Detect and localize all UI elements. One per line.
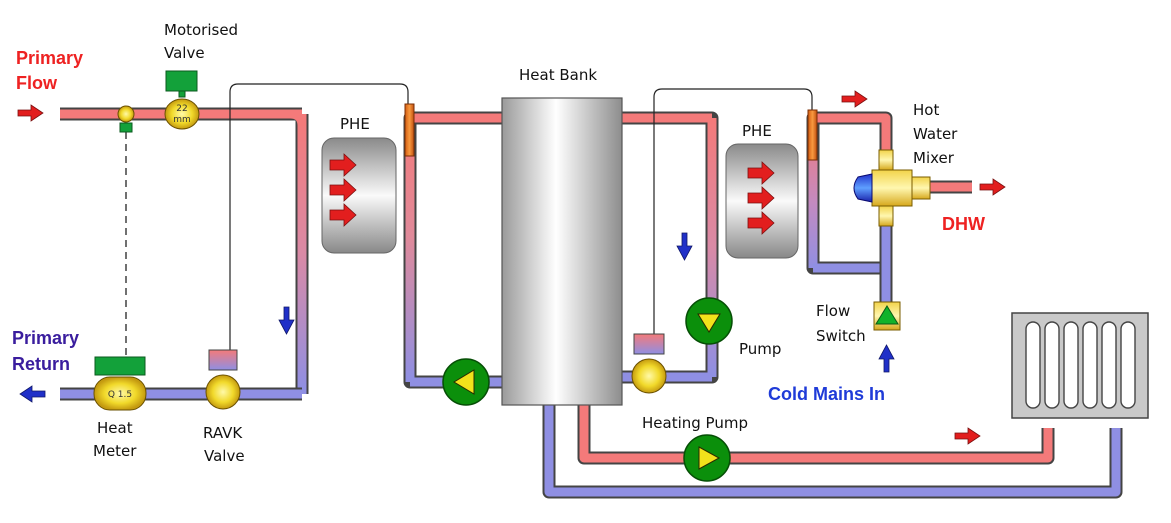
- mixer-control-knob: [853, 173, 873, 203]
- flow-switch-label-line1: Flow: [816, 302, 850, 320]
- ravk-valve: [205, 349, 241, 410]
- flow-switch-label-line2: Switch: [816, 327, 866, 345]
- dhw-zone-valve: [631, 333, 667, 394]
- motorised-valve-label-line2: Valve: [164, 44, 205, 62]
- thermostat-sensor-right: [807, 109, 818, 161]
- cold-mains-in-label: Cold Mains In: [768, 384, 885, 404]
- ravk-valve-label-line2: Valve: [204, 447, 245, 465]
- phe-right-flow-arrows: [747, 161, 775, 235]
- valve-size-number: 22: [176, 104, 187, 114]
- heat-meter-label-line2: Meter: [93, 442, 137, 460]
- radiator: [1011, 312, 1149, 419]
- primary-flow-label-line2: Flow: [16, 73, 58, 93]
- heat-meter-label-line1: Heat: [97, 419, 133, 437]
- heating-pump-label: Heating Pump: [642, 414, 748, 432]
- motorised-valve: 22 mm: [164, 70, 200, 130]
- hot-water-mixer-label-line3: Mixer: [913, 149, 955, 167]
- hot-water-mixer: [853, 149, 931, 227]
- motorised-valve-label-line1: Motorised: [164, 21, 238, 39]
- primary-return-label-line2: Return: [12, 354, 70, 374]
- primary-circuit-pipe: [60, 107, 309, 401]
- phe-right: [725, 143, 799, 259]
- heat-meter-reading: Q 1.5: [108, 390, 132, 400]
- control-wire-right: [653, 88, 813, 345]
- arrow-dhw-loop-down: [676, 232, 693, 261]
- arrow-primary-flow-in: [17, 104, 44, 122]
- thermostat-sensor-left: [404, 103, 415, 157]
- phe-right-label: PHE: [742, 122, 772, 140]
- phe-left: [321, 137, 397, 254]
- heat-bank-primary-loop-pipe: [403, 111, 502, 389]
- heating-pump: [683, 434, 731, 482]
- control-wire-left: [229, 83, 409, 362]
- arrow-dhw-top: [841, 90, 868, 108]
- ravk-valve-label-line1: RAVK: [203, 424, 243, 442]
- hot-water-mixer-label-line2: Water: [913, 125, 958, 143]
- primary-flow-label-line1: Primary: [16, 48, 83, 68]
- arrow-cold-mains-up: [878, 344, 895, 373]
- dhw-label: DHW: [942, 214, 985, 234]
- heat-meter: Q 1.5: [93, 356, 147, 411]
- valve-size-unit: mm: [173, 115, 191, 125]
- dhw-pump: [685, 297, 733, 345]
- flow-temperature-sensor: [117, 105, 135, 133]
- primary-return-label-line1: Primary: [12, 328, 79, 348]
- arrow-primary-down: [278, 306, 295, 335]
- hot-water-mixer-label-line1: Hot: [913, 101, 939, 119]
- phe-left-flow-arrows: [329, 153, 357, 227]
- labels: Primary Flow Primary Return Motorised Va…: [12, 21, 985, 465]
- flow-switch: [873, 301, 901, 331]
- arrow-dhw-out: [979, 178, 1006, 196]
- pump-label: Pump: [739, 340, 781, 358]
- heat-bank-label: Heat Bank: [519, 66, 597, 84]
- arrow-primary-return-out: [19, 385, 46, 403]
- arrow-heating-flow: [954, 427, 981, 445]
- primary-loop-pump: [442, 358, 490, 406]
- direction-arrows: [17, 90, 1006, 445]
- phe-left-label: PHE: [340, 115, 370, 133]
- heat-bank-tank: [501, 97, 623, 406]
